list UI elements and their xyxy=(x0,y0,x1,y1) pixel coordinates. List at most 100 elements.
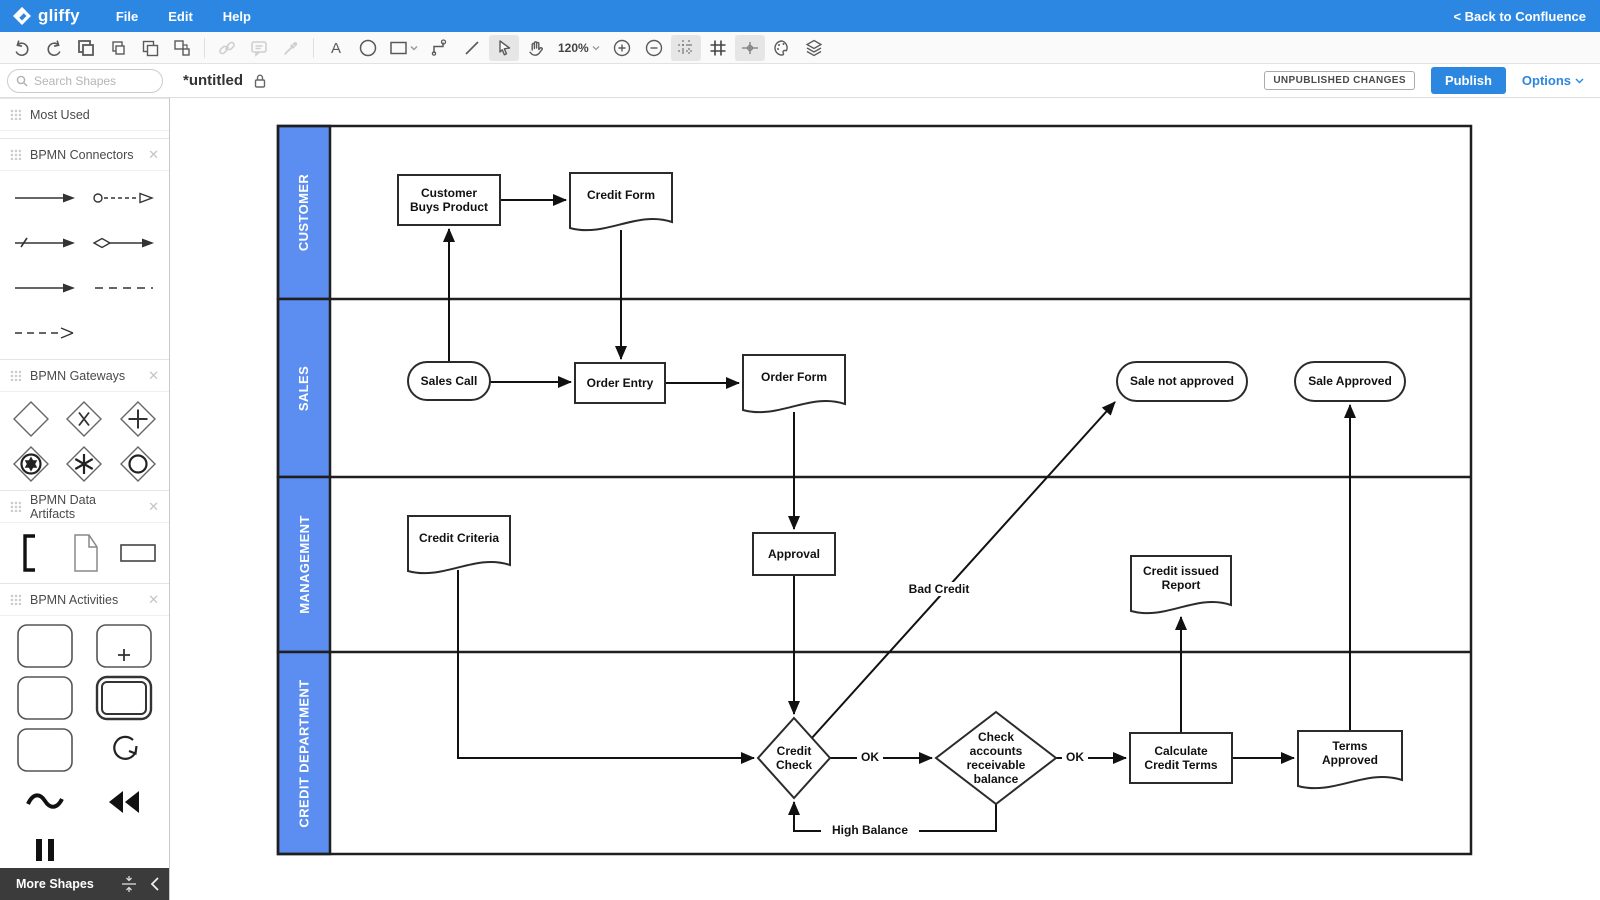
diagram-connectors[interactable] xyxy=(443,194,1356,832)
node-order-entry[interactable] xyxy=(574,362,666,404)
options-dropdown[interactable]: Options xyxy=(1522,73,1584,88)
shape-group-bracket[interactable] xyxy=(4,527,58,579)
redo-button[interactable] xyxy=(39,35,69,61)
section-most-used[interactable]: Most Used xyxy=(0,98,169,131)
shape-pause-marker[interactable] xyxy=(6,828,85,880)
node-terms-approved[interactable] xyxy=(1297,730,1403,790)
shape-task[interactable] xyxy=(6,620,85,672)
snap-grid-toggle[interactable] xyxy=(670,34,701,61)
text-tool-button[interactable]: A xyxy=(321,35,351,61)
diagram-nodes[interactable] xyxy=(397,172,1406,806)
svg-text:A: A xyxy=(331,40,341,57)
menu-help[interactable]: Help xyxy=(222,8,251,24)
edge-bad-credit[interactable] xyxy=(810,401,1116,740)
top-app-bar: gliffy File Edit Help < Back to Confluen… xyxy=(0,0,1600,32)
shape-gateway-exclusive[interactable] xyxy=(58,396,112,441)
shape-message-flow[interactable] xyxy=(85,175,164,220)
section-bpmn-gateways[interactable]: BPMN Gateways ✕ xyxy=(0,359,169,392)
shape-dashed-arrow[interactable] xyxy=(6,310,85,355)
link-button[interactable] xyxy=(212,35,242,61)
comment-button[interactable] xyxy=(244,35,274,61)
edge-criteria-to-creditcheck[interactable] xyxy=(457,570,755,764)
eyedropper-button[interactable] xyxy=(276,35,306,61)
node-credit-criteria[interactable] xyxy=(407,515,511,575)
shape-annotation-rect[interactable] xyxy=(111,527,165,579)
shape-gateway-plain[interactable] xyxy=(4,396,58,441)
ellipse-tool-button[interactable] xyxy=(353,35,383,61)
back-to-confluence-link[interactable]: < Back to Confluence xyxy=(1453,8,1586,24)
snap-alignment-toggle[interactable] xyxy=(734,34,765,61)
node-customer-buys-product[interactable] xyxy=(397,174,501,226)
shape-gateway-complex[interactable] xyxy=(58,441,112,486)
zoom-level-dropdown[interactable]: 120% xyxy=(552,41,606,55)
connector-tool-button[interactable] xyxy=(425,35,455,61)
editor-toolbar: A 120% xyxy=(0,32,1600,64)
close-icon[interactable]: ✕ xyxy=(148,146,159,162)
zoom-out-button[interactable] xyxy=(639,35,669,61)
shape-dashed-line[interactable] xyxy=(85,265,164,310)
undo-button[interactable] xyxy=(7,35,37,61)
shape-sequence-flow[interactable] xyxy=(6,175,85,220)
diagram-canvas[interactable]: CUSTOMER SALES MANAGEMENT CREDIT DEPARTM… xyxy=(170,98,1600,900)
close-icon[interactable]: ✕ xyxy=(148,367,159,383)
lane-header-credit-department[interactable] xyxy=(276,650,332,856)
section-bpmn-connectors[interactable]: BPMN Connectors ✕ xyxy=(0,138,169,171)
shape-gateway-inclusive[interactable] xyxy=(111,441,165,486)
shape-loop-marker[interactable] xyxy=(85,724,164,776)
line-tool-button[interactable] xyxy=(457,35,487,61)
lane-header-sales[interactable] xyxy=(276,297,332,479)
shape-default-flow[interactable] xyxy=(6,220,85,265)
section-bpmn-data-artifacts[interactable]: BPMN Data Artifacts ✕ xyxy=(0,490,169,523)
section-bpmn-activities[interactable]: BPMN Activities ✕ xyxy=(0,583,169,616)
node-credit-issued-report[interactable] xyxy=(1130,555,1232,615)
copy-button[interactable] xyxy=(103,35,133,61)
shape-task-alt[interactable] xyxy=(6,672,85,724)
shape-call-activity[interactable] xyxy=(6,724,85,776)
node-check-accounts[interactable] xyxy=(934,710,1058,806)
node-sales-call[interactable] xyxy=(407,361,491,401)
shape-tool-dropdown[interactable] xyxy=(385,35,423,61)
collapse-panels-icon[interactable] xyxy=(120,876,138,892)
layers-button[interactable] xyxy=(799,35,829,61)
lane-header-management[interactable] xyxy=(276,475,332,654)
shape-compensation-marker[interactable] xyxy=(85,776,164,828)
close-icon[interactable]: ✕ xyxy=(148,498,159,514)
node-order-form[interactable] xyxy=(742,354,846,414)
pointer-tool-button[interactable] xyxy=(489,34,519,61)
document-title[interactable]: *untitled xyxy=(183,72,243,89)
lane-header-customer[interactable] xyxy=(276,124,332,301)
node-sale-not-approved[interactable] xyxy=(1116,361,1248,402)
duplicate-button[interactable] xyxy=(135,35,165,61)
shape-gateway-parallel[interactable] xyxy=(111,396,165,441)
swimlane-pool[interactable] xyxy=(276,124,1473,856)
shape-subprocess[interactable] xyxy=(85,620,164,672)
gliffy-logo[interactable]: gliffy xyxy=(12,6,80,26)
menu-file[interactable]: File xyxy=(115,8,139,24)
close-icon[interactable]: ✕ xyxy=(148,591,159,607)
node-sale-approved[interactable] xyxy=(1294,361,1406,402)
shape-directed-line[interactable] xyxy=(6,265,85,310)
edge-high-balance-loop[interactable] xyxy=(788,801,997,832)
lock-icon[interactable] xyxy=(253,73,267,89)
node-approval[interactable] xyxy=(752,532,836,576)
menu-edit[interactable]: Edit xyxy=(168,8,193,24)
grid-toggle[interactable] xyxy=(703,35,733,61)
shape-search-box[interactable] xyxy=(7,68,163,93)
pan-hand-button[interactable] xyxy=(521,35,551,61)
shape-transaction[interactable] xyxy=(85,672,164,724)
shape-ad-hoc-marker[interactable] xyxy=(6,776,85,828)
shape-data-object[interactable] xyxy=(58,527,112,579)
publish-button[interactable]: Publish xyxy=(1430,67,1506,94)
collapse-sidebar-icon[interactable] xyxy=(150,876,160,892)
more-shapes-bar[interactable]: More Shapes xyxy=(0,868,169,900)
shape-gateway-event-based[interactable] xyxy=(4,441,58,486)
node-calculate-credit-terms[interactable] xyxy=(1129,732,1233,784)
theme-palette-button[interactable] xyxy=(767,35,797,61)
search-input[interactable] xyxy=(34,73,144,88)
group-button[interactable] xyxy=(71,35,101,61)
shape-conditional-flow[interactable] xyxy=(85,220,164,265)
zoom-in-button[interactable] xyxy=(607,35,637,61)
node-credit-form[interactable] xyxy=(569,172,673,232)
node-credit-check[interactable] xyxy=(756,716,832,800)
arrange-button[interactable] xyxy=(167,35,197,61)
